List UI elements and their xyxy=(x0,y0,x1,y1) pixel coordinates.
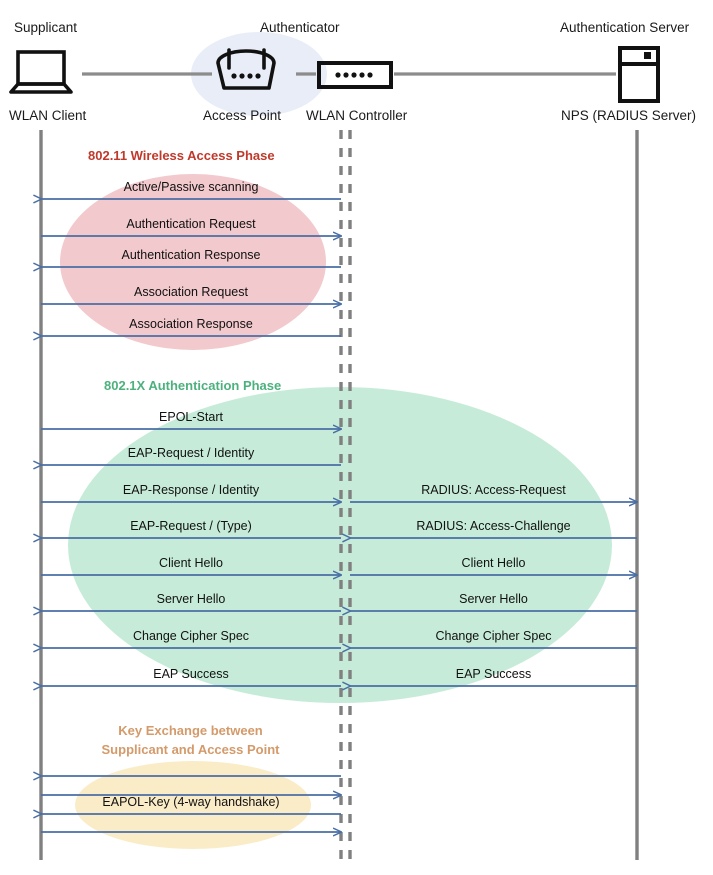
phase-80211-ellipse xyxy=(60,174,326,350)
msg-label-phase-8021x-3: EAP-Request / (Type) xyxy=(130,519,252,533)
msg-label-phase-8021x-4: Client Hello xyxy=(159,556,223,570)
msg-label-phase-80211-3: Association Request xyxy=(134,285,248,299)
actor-name-nps-radius-server: NPS (RADIUS Server) xyxy=(561,108,697,123)
msg-label-phase-80211-2: Authentication Response xyxy=(121,248,261,262)
message-arrows-left xyxy=(41,199,341,832)
msg-label-phase-80211-0: Active/Passive scanning xyxy=(123,180,259,194)
msg-label-right-phase-8021x-4: Change Cipher Spec xyxy=(435,629,552,643)
msg-label-phase-8021x-0: EPOL-Start xyxy=(159,410,223,424)
laptop-icon xyxy=(9,50,73,94)
msg-label-phase-80211-1: Authentication Request xyxy=(126,217,256,231)
msg-label-phase-8021x-1: EAP-Request / Identity xyxy=(127,446,255,460)
message-arrows-right xyxy=(350,502,637,686)
access-point-leds xyxy=(231,73,261,79)
actor-role-authenticator: Authenticator xyxy=(260,20,340,35)
msg-label-right-phase-8021x-3: Server Hello xyxy=(459,592,528,606)
msg-label-phase-8021x-7: EAP Success xyxy=(153,667,229,681)
phase-label-80211: 802.11 Wireless Access Phase xyxy=(88,148,275,163)
server-icon xyxy=(618,46,660,103)
actor-role-supplicant: Supplicant xyxy=(14,20,78,35)
msg-label-phase-8021x-6: Change Cipher Spec xyxy=(132,629,250,643)
phase-label-keyexchange-line2: Supplicant and Access Point xyxy=(101,742,280,757)
wlan-controller-icon xyxy=(317,61,393,89)
actor-role-authentication-server: Authentication Server xyxy=(560,20,690,35)
actor-name-wlan-client: WLAN Client xyxy=(9,108,87,123)
access-point-icon xyxy=(216,48,276,90)
actor-name-wlan-controller: WLAN Controller xyxy=(306,108,408,123)
msg-label-right-phase-8021x-1: RADIUS: Access-Challenge xyxy=(416,519,571,533)
actor-name-access-point: Access Point xyxy=(203,108,282,123)
msg-label-phase-8021x-2: EAP-Response / Identity xyxy=(122,483,260,497)
msg-label-phase-keyexchange-2: EAPOL-Key (4-way handshake) xyxy=(102,795,280,809)
msg-label-right-phase-8021x-5: EAP Success xyxy=(455,667,532,681)
phase-label-keyexchange-line1: Key Exchange between xyxy=(118,723,263,738)
msg-label-right-phase-8021x-0: RADIUS: Access-Request xyxy=(421,483,566,497)
phase-label-keyexchange: Key Exchange between Supplicant and Acce… xyxy=(78,721,303,759)
phase-keyexchange-ellipse xyxy=(75,761,311,849)
msg-label-phase-8021x-5: Server Hello xyxy=(156,592,226,606)
msg-label-right-phase-8021x-2: Client Hello xyxy=(461,556,526,570)
msg-label-phase-80211-4: Association Response xyxy=(129,317,253,331)
phase-label-8021x: 802.1X Authentication Phase xyxy=(104,378,282,393)
